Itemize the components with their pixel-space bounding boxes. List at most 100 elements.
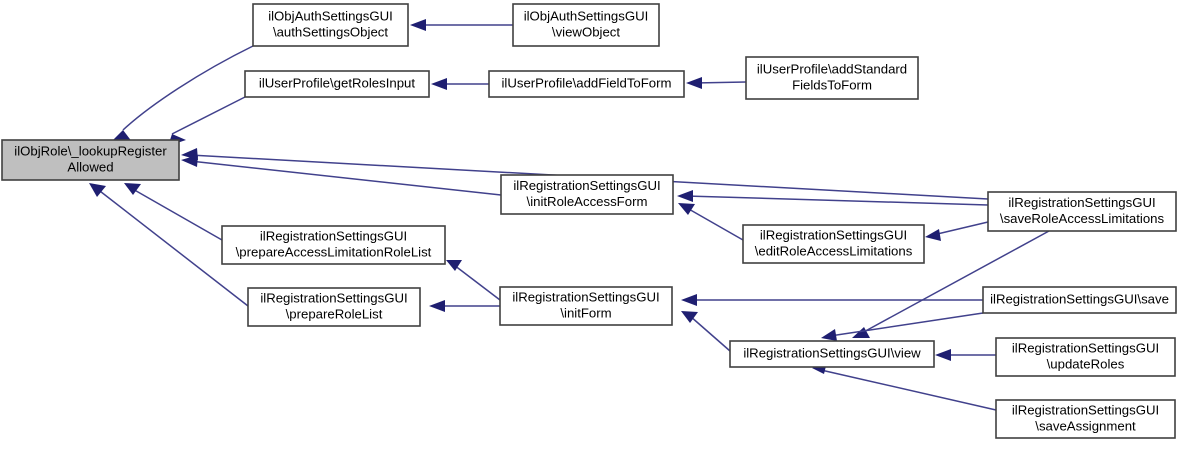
node-label: ilObjAuthSettingsGUI: [268, 8, 393, 23]
call-edge: [935, 349, 996, 361]
edge-line: [453, 264, 501, 301]
node-label: ilObjAuthSettingsGUI: [524, 8, 649, 23]
node-label: \saveAssignment: [1035, 418, 1136, 433]
call-edge: [681, 311, 731, 352]
call-edge: [89, 183, 249, 307]
graph-node[interactable]: ilRegistrationSettingsGUI\prepareRoleLis…: [247, 287, 421, 327]
node-box[interactable]: [1, 139, 180, 181]
node-box[interactable]: [247, 287, 421, 327]
edge-arrowhead-icon: [852, 327, 870, 338]
edge-arrowhead-icon: [925, 229, 941, 241]
node-label: Allowed: [67, 159, 113, 174]
call-edge: [852, 230, 1050, 338]
call-edge: [181, 155, 502, 196]
node-label: ilRegistrationSettingsGUI\save: [990, 291, 1169, 306]
node-label: ilRegistrationSettingsGUI: [760, 227, 907, 242]
graph-node[interactable]: ilObjAuthSettingsGUI\viewObject: [512, 3, 660, 47]
edge-line: [689, 315, 731, 352]
node-box[interactable]: [244, 70, 430, 98]
node-label: ilRegistrationSettingsGUI: [1012, 402, 1159, 417]
edge-line: [122, 45, 254, 131]
call-edge: [124, 183, 223, 241]
call-edge: [821, 312, 984, 341]
call-edge: [678, 203, 744, 241]
node-box[interactable]: [995, 399, 1176, 439]
node-label: \editRoleAccessLimitations: [755, 243, 913, 258]
graph-node[interactable]: ilRegistrationSettingsGUI\initForm: [499, 286, 673, 326]
edge-arrowhead-icon: [821, 329, 837, 341]
node-box[interactable]: [512, 3, 660, 47]
node-box[interactable]: [982, 286, 1177, 314]
call-edge: [410, 19, 513, 31]
node-label: ilRegistrationSettingsGUI: [1012, 340, 1159, 355]
graph-node[interactable]: ilUserProfile\getRolesInput: [244, 70, 430, 98]
edge-arrowhead-icon: [181, 148, 198, 160]
edge-arrowhead-icon: [681, 294, 697, 306]
node-box[interactable]: [252, 3, 409, 47]
node-label: \initRoleAccessForm: [527, 194, 648, 209]
node-label: ilRegistrationSettingsGUI: [260, 290, 407, 305]
node-box[interactable]: [742, 224, 925, 264]
edge-arrowhead-icon: [410, 19, 426, 31]
call-edge: [925, 221, 989, 241]
edge-arrowhead-icon: [935, 349, 951, 361]
node-label: \initForm: [560, 305, 611, 320]
graph-node[interactable]: ilRegistrationSettingsGUI\saveRoleAccess…: [987, 191, 1177, 232]
graph-node[interactable]: ilRegistrationSettingsGUI\save: [982, 286, 1177, 314]
node-label: ilRegistrationSettingsGUI: [260, 228, 407, 243]
node-label: ilRegistrationSettingsGUI\view: [743, 345, 921, 360]
edge-line: [820, 369, 997, 411]
node-box[interactable]: [995, 337, 1176, 377]
node-label: ilRegistrationSettingsGUI: [513, 178, 660, 193]
graph-node[interactable]: ilObjAuthSettingsGUI\authSettingsObject: [252, 3, 409, 47]
node-box[interactable]: [499, 286, 673, 326]
edge-arrowhead-icon: [686, 77, 702, 89]
graph-node[interactable]: ilRegistrationSettingsGUI\prepareAccessL…: [221, 225, 446, 265]
call-edge: [431, 78, 489, 90]
call-edge: [677, 190, 989, 206]
node-label: \updateRoles: [1047, 356, 1125, 371]
node-box[interactable]: [221, 225, 446, 265]
edge-line: [130, 187, 223, 241]
node-box[interactable]: [500, 174, 674, 215]
graph-node[interactable]: ilUserProfile\addFieldToForm: [488, 70, 685, 98]
call-edge: [429, 300, 500, 312]
edge-line: [859, 230, 1050, 335]
node-box[interactable]: [745, 56, 919, 100]
node-label: ilUserProfile\addStandard: [757, 61, 907, 76]
node-box[interactable]: [987, 191, 1177, 232]
node-label: ilUserProfile\getRolesInput: [259, 75, 415, 90]
node-box[interactable]: [729, 340, 935, 368]
edge-line: [829, 312, 984, 337]
graph-node[interactable]: ilRegistrationSettingsGUI\editRoleAccess…: [742, 224, 925, 264]
edge-arrowhead-icon: [681, 311, 698, 323]
node-label: ilUserProfile\addFieldToForm: [501, 75, 671, 90]
node-box[interactable]: [488, 70, 685, 98]
edge-line: [95, 187, 249, 307]
call-edge: [681, 294, 983, 306]
call-edge: [812, 362, 997, 411]
call-edge: [446, 260, 501, 301]
node-label: \authSettingsObject: [273, 24, 388, 39]
node-label: ilRegistrationSettingsGUI: [512, 289, 659, 304]
edge-arrowhead-icon: [431, 78, 447, 90]
edge-line: [685, 195, 989, 206]
graph-node[interactable]: ilRegistrationSettingsGUI\view: [729, 340, 935, 368]
graph-node[interactable]: ilRegistrationSettingsGUI\initRoleAccess…: [500, 174, 674, 215]
edge-line: [932, 221, 989, 236]
edge-arrowhead-icon: [89, 183, 106, 197]
edge-line: [189, 160, 502, 196]
node-label: \prepareAccessLimitationRoleList: [236, 244, 432, 259]
call-edge: [686, 77, 747, 89]
edge-arrowhead-icon: [678, 203, 695, 215]
node-label: ilObjRole\_lookupRegister: [14, 143, 167, 158]
edge-line: [693, 81, 747, 84]
node-label: \saveRoleAccessLimitations: [1000, 211, 1165, 226]
graph-node[interactable]: ilRegistrationSettingsGUI\updateRoles: [995, 337, 1176, 377]
graph-node[interactable]: ilRegistrationSettingsGUI\saveAssignment: [995, 399, 1176, 439]
edge-line: [171, 96, 246, 135]
